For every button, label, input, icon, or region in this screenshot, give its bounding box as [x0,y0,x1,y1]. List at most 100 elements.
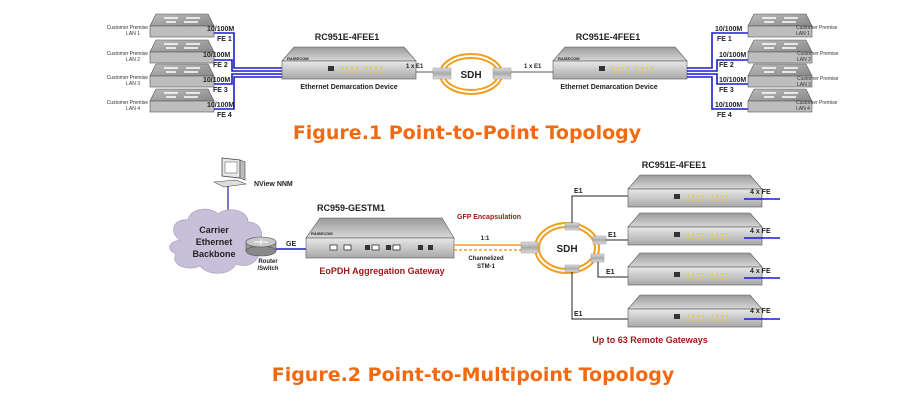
lan-name: Customer Premise [796,25,838,31]
sdh-ring: SDH [432,53,512,95]
lan-link [214,76,282,110]
speed-label: 10/100M [719,77,746,84]
e1-link [571,195,628,223]
connector-icon [590,253,605,263]
device-icon [627,174,763,208]
ring-label: SDH [460,70,481,81]
sdh-ring-2: SDH [520,222,607,274]
lan-name: Customer Premise [797,51,839,57]
port-label: FE 3 [213,87,228,94]
speed-label: 10/100M [203,77,230,84]
switch-icon [149,13,215,38]
lan-name: Customer Premise [107,100,149,106]
gateway-description: EoPDH Aggregation Gateway [319,266,444,276]
e1-label: E1 [606,269,615,276]
brand-label: RAISECOM [558,56,580,61]
remote-gateway: 4 x FE [627,212,780,246]
connector-icon [520,241,539,254]
router-icon [245,236,277,257]
port-label: FE 1 [217,36,232,43]
brand-label: RAISECOM [311,231,333,236]
aggregation-gateway: RC959-GESTM1 RAISECOM EoPDH Aggregation … [305,203,455,276]
switch-icon [149,88,215,113]
speed-label: 10/100M [207,102,234,109]
e1-link [571,272,628,320]
device-icon [627,252,763,286]
remote-model: RC951E-4FEE1 [642,160,707,170]
figure1-caption: Figure.1 Point-to-Point Topology [293,122,642,144]
remote-gateway: 4 x FE [627,252,780,286]
lan-link [687,32,748,69]
left-demarcation-device: RC951E-4FEE1 RAISECOM Ethernet Demarcati… [281,32,417,91]
speed-label: 10/100M [203,52,230,59]
speed-label: 10/100M [715,26,742,33]
e1-label: E1 [608,232,617,239]
ports-label: 4 x FE [750,189,771,196]
device-icon [281,46,417,80]
lan-link [687,59,748,72]
ge-label: GE [286,241,296,248]
port-label: FE 1 [717,36,732,43]
link-label: 1 x E1 [406,64,424,70]
router-label: /Switch [257,266,278,272]
ports-label: 4 x FE [750,228,771,235]
lan-name: Customer Premise [797,76,839,82]
connector-icon [564,264,580,273]
lan-id: LAN 1 [126,31,140,37]
stm-label: Channelized [468,256,504,262]
e1-label: E1 [574,188,583,195]
protection-label: 1:1 [481,236,490,242]
nms-computer-icon [212,157,248,188]
lan-link [214,59,282,72]
figure2: NView NNM Carrier Ethernet Backbone Rout… [169,157,780,386]
lan-name: Customer Premise [796,100,838,106]
link-label: 1 x E1 [524,64,542,70]
remote-gateway: 4 x FE [627,174,780,208]
figure2-caption: Figure.2 Point-to-Multipoint Topology [272,364,675,386]
lan-id: LAN 2 [126,57,140,63]
gateway-model: RC959-GESTM1 [317,203,385,213]
lan-link [687,73,748,85]
stm-label: STM-1 [477,264,496,270]
speed-label: 10/100M [715,102,742,109]
device-model: RC951E-4FEE1 [576,32,641,42]
lan-name: Customer Premise [107,25,149,31]
lan-id: LAN 4 [796,106,810,112]
router-label: Router [258,259,278,265]
port-label: FE 4 [217,112,232,119]
lan-name: Customer Premise [107,51,149,57]
lan-id: LAN 3 [126,81,140,87]
e1-link [597,262,628,278]
connector-icon [432,67,452,80]
lan-id: LAN 2 [797,57,811,63]
lan-id: LAN 3 [797,82,811,88]
left-lan-group: Customer Premise LAN 1 Customer Premise … [107,13,282,119]
device-description: Ethernet Demarcation Device [300,84,397,91]
port-label: FE 2 [719,62,734,69]
ring-label: SDH [556,244,577,255]
ports-label: 4 x FE [750,308,771,315]
connector-icon [592,235,607,245]
lan-id: LAN 1 [796,31,810,37]
remote-gateway: 4 x FE [627,294,780,328]
connector-icon [492,67,512,80]
e1-label: E1 [574,311,583,318]
lan-link [687,76,748,110]
port-label: FE 3 [719,87,734,94]
gfp-label: GFP Encapsulation [457,214,521,221]
right-lan-group: 10/100M FE 1 10/100M FE 2 10/100M FE 3 1… [687,13,839,119]
speed-label: 10/100M [719,52,746,59]
ports-label: 4 x FE [750,268,771,275]
port-label: FE 2 [213,62,228,69]
nms-label: NView NNM [254,181,293,188]
lan-id: LAN 4 [126,106,140,112]
remote-caption: Up to 63 Remote Gateways [592,335,708,345]
connector-icon [564,222,580,231]
lan-link [214,73,282,85]
cloud-label: Carrier [199,225,229,235]
cloud-label: Backbone [192,249,235,259]
device-icon [627,294,763,328]
lan-link [214,32,282,69]
device-icon [552,46,688,80]
